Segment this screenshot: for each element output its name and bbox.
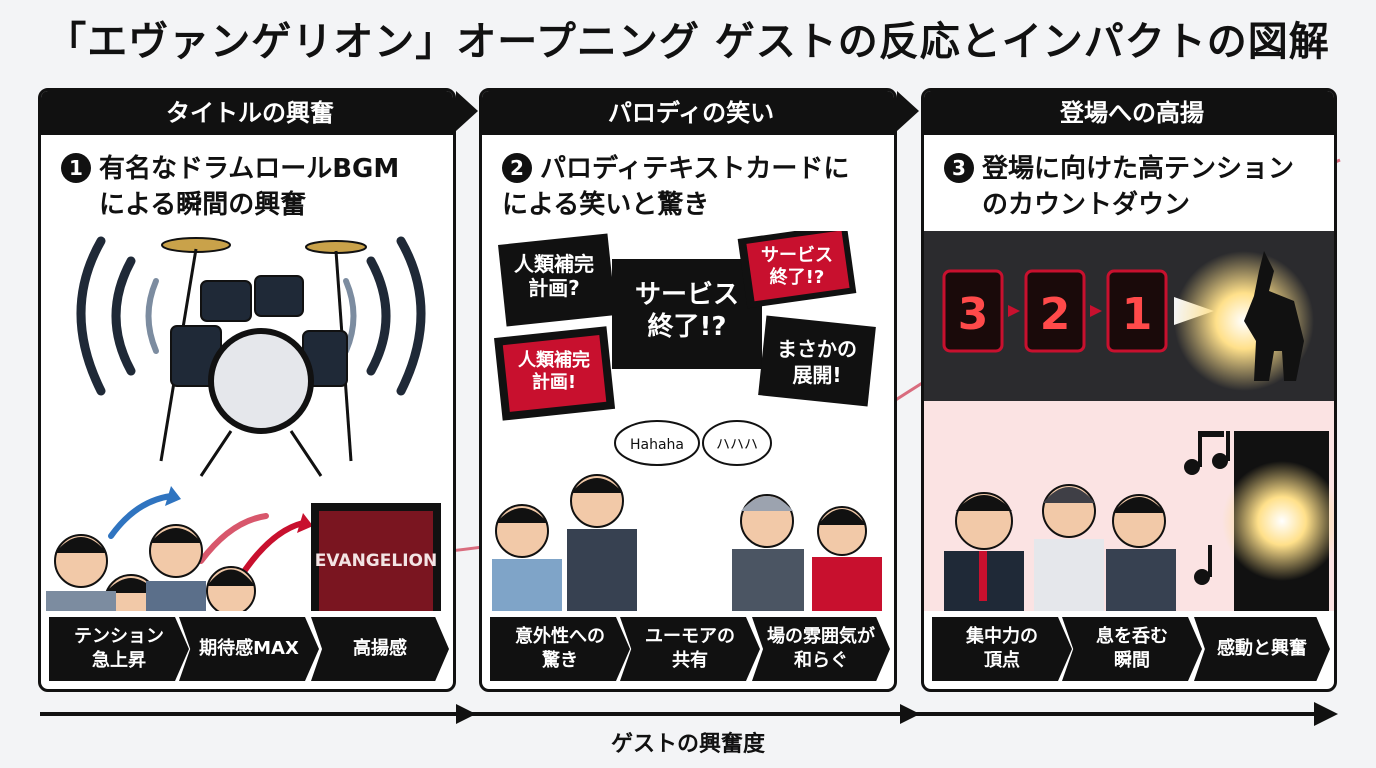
bubble-text: Hahaha	[630, 437, 684, 453]
film-card-icon	[494, 231, 876, 421]
subtitle-line: パロディテキストカードに	[540, 154, 850, 184]
subtitle-line: のカウントダウン	[982, 190, 1191, 220]
page-title: 「エヴァンゲリオン」オープニング ゲストの反応とインパクトの図解	[46, 19, 1330, 65]
chevron-step: 高揚感	[311, 617, 449, 681]
chevron-step: 感動と興奮	[1194, 617, 1330, 681]
step-number: 2	[502, 153, 532, 183]
panel-subtitle: 3 登場に向けた高テンション のカウントダウン	[944, 151, 1324, 223]
panel-subtitle: 1 有名なドラムロールBGM による瞬間の興奮	[61, 151, 441, 223]
tv-screen-text: EVANGELION	[315, 551, 437, 571]
countdown-number: 3	[958, 289, 989, 340]
drum-kit-icon	[159, 237, 367, 477]
panel-header-band	[924, 91, 1334, 135]
drum-scene-illustration: EVANGELION	[46, 236, 441, 611]
chevron-step: テンション 急上昇	[49, 617, 189, 681]
robot-silhouette-icon	[1244, 251, 1304, 381]
panel-header: 登場への高揚	[1060, 99, 1204, 127]
chevron-row: テンション 急上昇 期待感MAX 高揚感	[49, 617, 449, 681]
subtitle-line: による瞬間の興奮	[99, 190, 307, 220]
card-text: サービス終了!?	[761, 245, 833, 288]
laughing-crowd-icon	[492, 474, 882, 611]
panel-title-excitement: タイトルの興奮 1 有名なドラムロールBGM による瞬間の興奮	[38, 88, 456, 692]
card-text: 人類補完計画?	[514, 252, 594, 300]
chevron-step: 意外性への 驚き	[490, 617, 630, 681]
subtitle-line: による笑いと驚き	[502, 190, 710, 220]
speech-bubble-icon	[614, 420, 772, 466]
chevron-step: ユーモアの 共有	[620, 617, 760, 681]
chevron-step: 集中力の 頂点	[932, 617, 1072, 681]
panel-header: パロディの笑い	[607, 99, 775, 127]
card-text: まさかの展開!	[777, 337, 857, 387]
card-text: 人類補完計画!	[518, 349, 590, 393]
panel-header-band	[482, 91, 894, 135]
sound-wave-icon	[76, 236, 426, 396]
crowd-icon	[46, 524, 256, 611]
chevron-step: 場の雰囲気が 和らぐ	[752, 617, 890, 681]
subtitle-line: 登場に向けた高テンション	[982, 154, 1295, 184]
countdown-scene-illustration: 3 2 1	[924, 231, 1334, 611]
chevron-step: 息を呑む 瞬間	[1062, 617, 1202, 681]
panel-header: タイトルの興奮	[166, 99, 334, 127]
card-text: サービス終了!?	[635, 280, 739, 342]
subtitle-line: 有名なドラムロールBGM	[99, 154, 400, 184]
music-note-icon	[1184, 431, 1230, 585]
countdown-icon	[942, 269, 1214, 353]
countdown-number: 2	[1040, 289, 1071, 340]
countdown-number: 1	[1122, 289, 1153, 340]
chevron-row: 集中力の 頂点 息を呑む 瞬間 感動と興奮	[932, 617, 1332, 681]
chevron-row: 意外性への 驚き ユーモアの 共有 場の雰囲気が 和らぐ	[490, 617, 890, 681]
panel-parody-laughter: パロディの笑い 2 パロディテキストカードに による笑いと驚き 人類補完計画? サ…	[479, 88, 897, 692]
panel-entrance-hype: 登場への高揚 3 登場に向けた高テンション のカウントダウン 3 2 1	[921, 88, 1337, 692]
bubble-text: ハハハ	[716, 437, 758, 453]
step-number: 1	[61, 153, 91, 183]
panel-header-band	[41, 91, 453, 135]
axis-label: ゲストの興奮度	[610, 732, 765, 757]
panel-subtitle: 2 パロディテキストカードに による笑いと驚き	[502, 151, 882, 223]
tv-flash-icon	[1222, 431, 1334, 611]
chevron-step: 期待感MAX	[179, 617, 319, 681]
step-number: 3	[944, 153, 974, 183]
tv-icon	[311, 503, 441, 611]
parody-scene-illustration: 人類補完計画? サービス終了!? サービス終了!? 人類補完計画! まさかの展開…	[492, 231, 882, 611]
